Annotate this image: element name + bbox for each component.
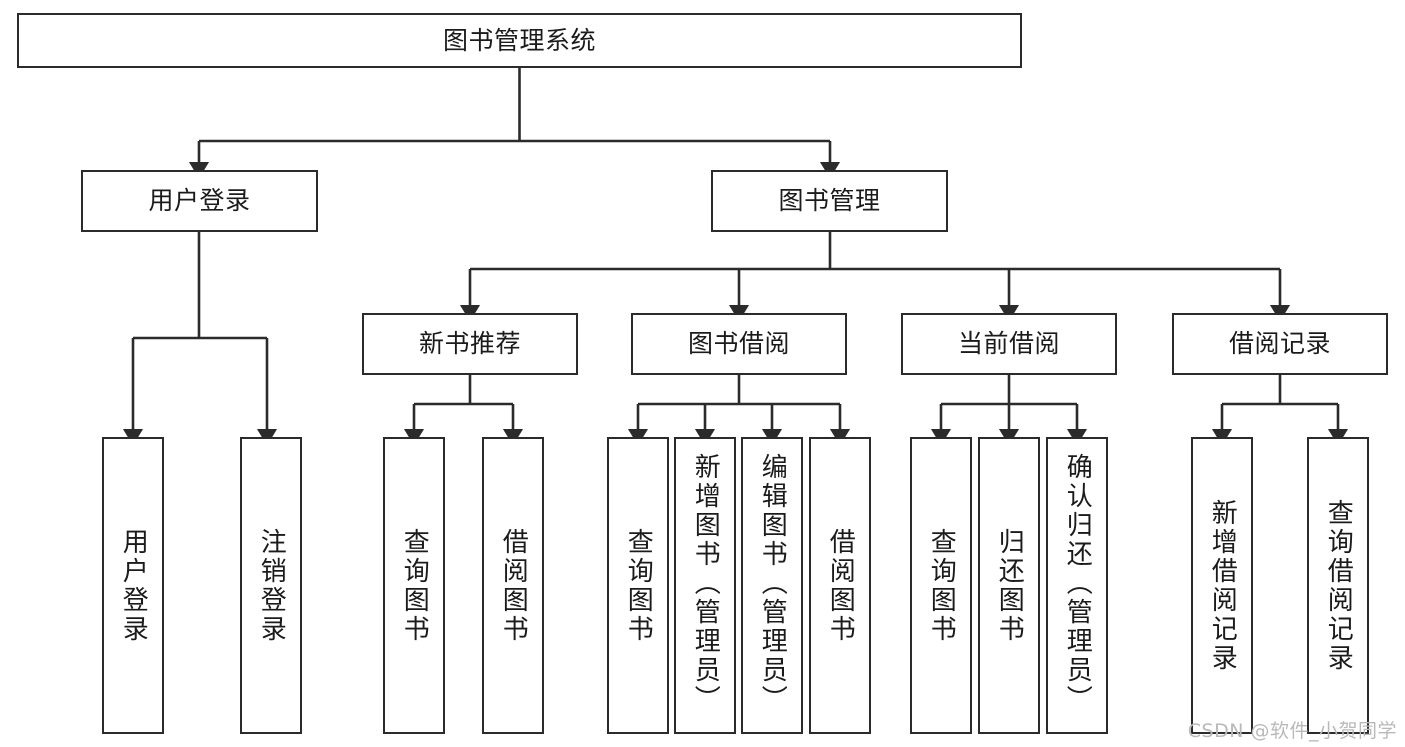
node-label: 图书管理系统 (442, 25, 596, 55)
node-book-borrow[interactable]: 图书借阅 (631, 313, 847, 375)
node-new-book-recommend[interactable]: 新书推荐 (362, 313, 578, 375)
node-label: 注销登录 (256, 527, 287, 644)
leaf-borrow-book[interactable]: 借阅图书 (809, 437, 871, 734)
csdn-watermark: CSDN @软件_小贺同学 (1187, 720, 1397, 742)
node-user-login[interactable]: 用户登录 (81, 170, 318, 232)
node-book-management[interactable]: 图书管理 (711, 170, 948, 232)
node-borrow-record[interactable]: 借阅记录 (1172, 313, 1388, 375)
leaf-user-login[interactable]: 用户登录 (102, 437, 164, 734)
node-label: 确认归还（管理员） (1062, 453, 1093, 714)
node-label: 新书推荐 (418, 329, 521, 359)
node-root-system[interactable]: 图书管理系统 (17, 13, 1022, 68)
leaf-borrow-book-newbook[interactable]: 借阅图书 (482, 437, 544, 734)
node-label: 查询图书 (399, 527, 430, 644)
node-label: 查询图书 (926, 527, 957, 644)
node-label: 图书借阅 (687, 329, 790, 359)
node-label: 图书管理 (778, 186, 881, 216)
node-label: 新增借阅记录 (1207, 498, 1238, 673)
node-label: 查询借阅记录 (1323, 498, 1354, 673)
leaf-logout[interactable]: 注销登录 (240, 437, 302, 734)
node-label: 归还图书 (994, 527, 1025, 644)
node-label: 新增图书（管理员） (690, 453, 721, 714)
leaf-return-book[interactable]: 归还图书 (978, 437, 1040, 734)
leaf-edit-book-admin[interactable]: 编辑图书（管理员） (741, 437, 803, 734)
leaf-query-borrow-record[interactable]: 查询借阅记录 (1307, 437, 1369, 734)
node-label: 借阅图书 (498, 527, 529, 644)
leaf-add-book-admin[interactable]: 新增图书（管理员） (674, 437, 736, 734)
node-label: 用户登录 (118, 527, 149, 644)
node-label: 用户登录 (148, 186, 251, 216)
node-label: 借阅图书 (825, 527, 856, 644)
leaf-query-book-borrow[interactable]: 查询图书 (607, 437, 669, 734)
leaf-add-borrow-record[interactable]: 新增借阅记录 (1191, 437, 1253, 734)
node-label: 当前借阅 (957, 329, 1060, 359)
leaf-query-book-newbook[interactable]: 查询图书 (383, 437, 445, 734)
node-current-borrow[interactable]: 当前借阅 (901, 313, 1117, 375)
node-label: 借阅记录 (1228, 329, 1331, 359)
leaf-query-book-current[interactable]: 查询图书 (910, 437, 972, 734)
node-label: 查询图书 (623, 527, 654, 644)
node-label: 编辑图书（管理员） (757, 453, 788, 714)
leaf-confirm-return-admin[interactable]: 确认归还（管理员） (1046, 437, 1108, 734)
